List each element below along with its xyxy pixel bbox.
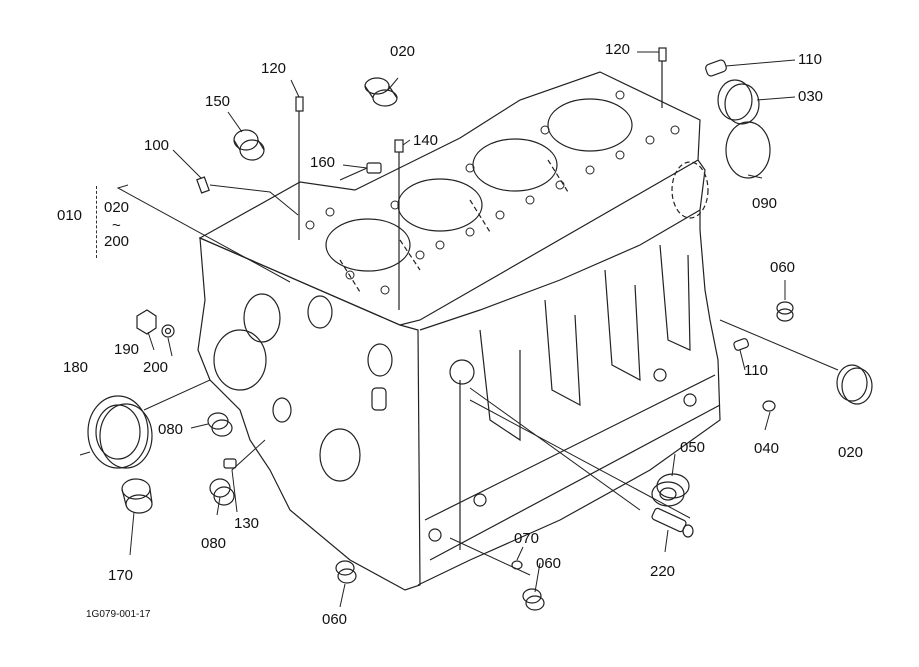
callout-200: 200 (143, 359, 169, 376)
figure-code: 1G079-001-17 (86, 609, 151, 620)
plug-090 (725, 121, 771, 179)
callout-020-right: 020 (838, 444, 864, 461)
callout-060-right: 060 (770, 259, 796, 276)
plug-050 (651, 473, 690, 507)
dowel-110-top (705, 59, 727, 77)
group-bracket (96, 186, 103, 258)
callout-080-lower: 080 (201, 535, 227, 552)
washer-200 (161, 324, 175, 338)
callout-110-mid: 110 (744, 362, 768, 379)
callout-050: 050 (680, 439, 706, 456)
pin-120-right (658, 47, 667, 108)
plug-030 (717, 79, 760, 125)
callout-030: 030 (798, 88, 824, 105)
callout-range-separator: ~ (112, 217, 121, 234)
callout-010: 010 (57, 207, 83, 224)
pin-140 (394, 139, 404, 310)
fitting-220 (651, 507, 694, 538)
callout-090: 090 (752, 195, 778, 212)
pin-100 (196, 176, 210, 194)
plug-150 (233, 129, 265, 161)
pin-130 (223, 458, 237, 469)
callout-040: 040 (754, 440, 780, 457)
callout-020-range-start: 020 (104, 199, 130, 216)
callout-200-range-end: 200 (104, 233, 130, 250)
callout-130: 130 (234, 515, 260, 532)
callout-160: 160 (310, 154, 336, 171)
callout-020-top: 020 (390, 43, 416, 60)
plug-020-right (836, 364, 873, 405)
nut-190 (136, 309, 157, 335)
seal-180 (87, 395, 153, 469)
plug-020-top (364, 77, 398, 107)
cap-170 (121, 478, 153, 514)
plug-040 (762, 400, 776, 412)
dowel-110-mid (733, 338, 750, 351)
callout-120-left: 120 (261, 60, 287, 77)
callout-180: 180 (63, 359, 89, 376)
pin-120-left (295, 96, 304, 240)
callout-070: 070 (514, 530, 540, 547)
cylinder-block (197, 71, 721, 591)
callout-060-bottom: 060 (322, 611, 348, 628)
callout-060-bottom-right: 060 (536, 555, 562, 572)
callout-120-right: 120 (605, 41, 631, 58)
callout-110-top: 110 (798, 51, 822, 68)
callout-140: 140 (413, 132, 439, 149)
plug-060-bottom-right (522, 588, 545, 611)
callout-220: 220 (650, 563, 676, 580)
leader-lines (79, 51, 839, 608)
callout-080-upper: 080 (158, 421, 184, 438)
plug-060-bottom (335, 560, 357, 584)
callout-150: 150 (205, 93, 231, 110)
plug-060-right (776, 301, 794, 322)
callout-100: 100 (144, 137, 170, 154)
callout-190: 190 (114, 341, 140, 358)
plug-080-lower (209, 478, 235, 506)
callout-170: 170 (108, 567, 134, 584)
plug-080-upper (207, 412, 233, 437)
